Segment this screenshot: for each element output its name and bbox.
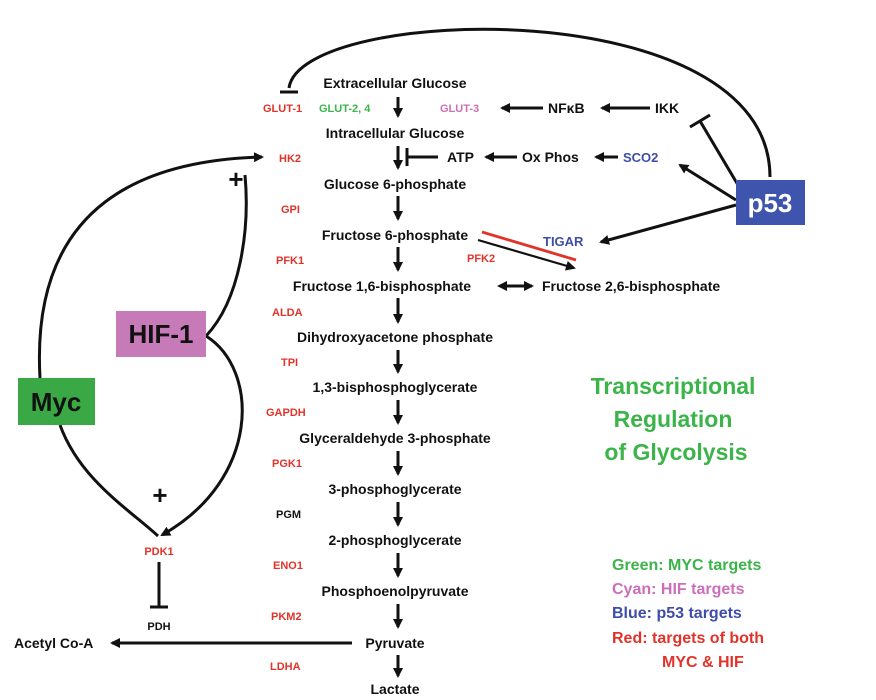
metabolite-glucose-6-phosphate: Glucose 6-phosphate [324,176,467,192]
enzyme-tigar: TIGAR [543,234,584,249]
title-line-2: Regulation [614,406,733,432]
arrow-p53-to-tigar [599,203,737,245]
myc-to-hk2-curve [37,152,264,379]
enzyme-pgm: PGM [276,509,301,521]
enzyme-sco2: SCO2 [623,150,658,165]
enzyme-hk2: HK2 [279,153,301,165]
enzyme-tpi: TPI [281,357,298,369]
metabolite-fructose-1-6-bisphosphate: Fructose 1,6-bisphosphate [293,278,471,294]
metabolite-acetyl-coa: Acetyl Co-A [14,635,93,651]
enzyme-glut1: GLUT-1 [263,103,302,115]
metabolite-fructose-6-phosphate: Fructose 6-phosphate [322,227,468,243]
enzyme-pdh: PDH [147,621,170,633]
plus-sign-pdk1: + [152,480,167,510]
enzyme-pfk2: PFK2 [467,253,495,265]
p53-glut1-inhibition-arc [287,27,772,178]
title-line-1: Transcriptional [591,373,756,399]
metabolite-3-phosphoglycerate: 3-phosphoglycerate [328,481,461,497]
enzyme-glut3: GLUT-3 [440,103,479,115]
legend-green: Green: MYC targets [612,557,761,574]
legend-cyan: Cyan: HIF targets [612,581,745,598]
metabolite-extracellular-glucose: Extracellular Glucose [323,75,466,91]
metabolite-atp: ATP [447,149,474,165]
arrow-p53-to-sco2 [678,163,737,202]
metabolite-dihydroxyacetone-phosphate: Dihydroxyacetone phosphate [297,329,493,345]
enzyme-pkm2: PKM2 [271,611,302,623]
metabolite-pyruvate: Pyruvate [365,635,424,651]
hif1-to-hk2-curve [204,174,248,338]
tigar-inhibition-line [481,230,577,262]
enzyme-pgk1: PGK1 [272,458,302,470]
p53-box [736,180,805,225]
legend-blue: Blue: p53 targets [612,605,742,622]
enzyme-gpi: GPI [281,204,300,216]
enzyme-gapdh: GAPDH [266,407,306,419]
enzyme-ldha: LDHA [270,661,301,673]
legend-red-line-1: Red: targets of both [612,630,764,647]
enzyme-aldo: ALDA [272,307,303,319]
metabolite-ikk: IKK [655,100,679,116]
metabolite-phosphoenolpyruvate: Phosphoenolpyruvate [321,583,468,599]
legend-red-line-2: MYC & HIF [662,654,744,671]
p53-label: p53 [748,188,793,218]
metabolite-2-phosphoglycerate: 2-phosphoglycerate [328,532,461,548]
myc-label: Myc [31,387,82,417]
p53-ikk-inhibition-line [698,120,740,186]
metabolite-fructose-2-6-bisphosphate: Fructose 2,6-bisphosphate [542,278,720,294]
enzyme-glut24: GLUT-2, 4 [319,103,371,115]
metabolite-glyceraldehyde-3-phosphate: Glyceraldehyde 3-phosphate [299,430,491,446]
hif1-label: HIF-1 [129,319,194,349]
myc-to-pdk1-curve [58,424,160,538]
metabolite-nfkb: NFκB [548,100,585,116]
metabolite-lactate: Lactate [370,681,419,697]
enzyme-pdk1: PDK1 [144,546,173,558]
enzyme-pfk1: PFK1 [276,255,304,267]
arrow-pfk2-f6p-to-f26bp [477,238,576,271]
p53-ikk-inhibition-bar [689,113,711,129]
enzyme-eno1: ENO1 [273,560,303,572]
metabolite-intracellular-glucose: Intracellular Glucose [326,125,465,141]
metabolite-1-3-bisphosphoglycerate: 1,3-bisphosphoglycerate [313,379,478,395]
hif1-box [116,311,206,357]
hif1-to-pdk1-curve [160,334,244,537]
metabolite-ox-phos: Ox Phos [522,149,579,165]
title-line-3: of Glycolysis [604,439,747,465]
plus-sign-hk2: + [228,164,243,194]
myc-box [18,378,95,425]
